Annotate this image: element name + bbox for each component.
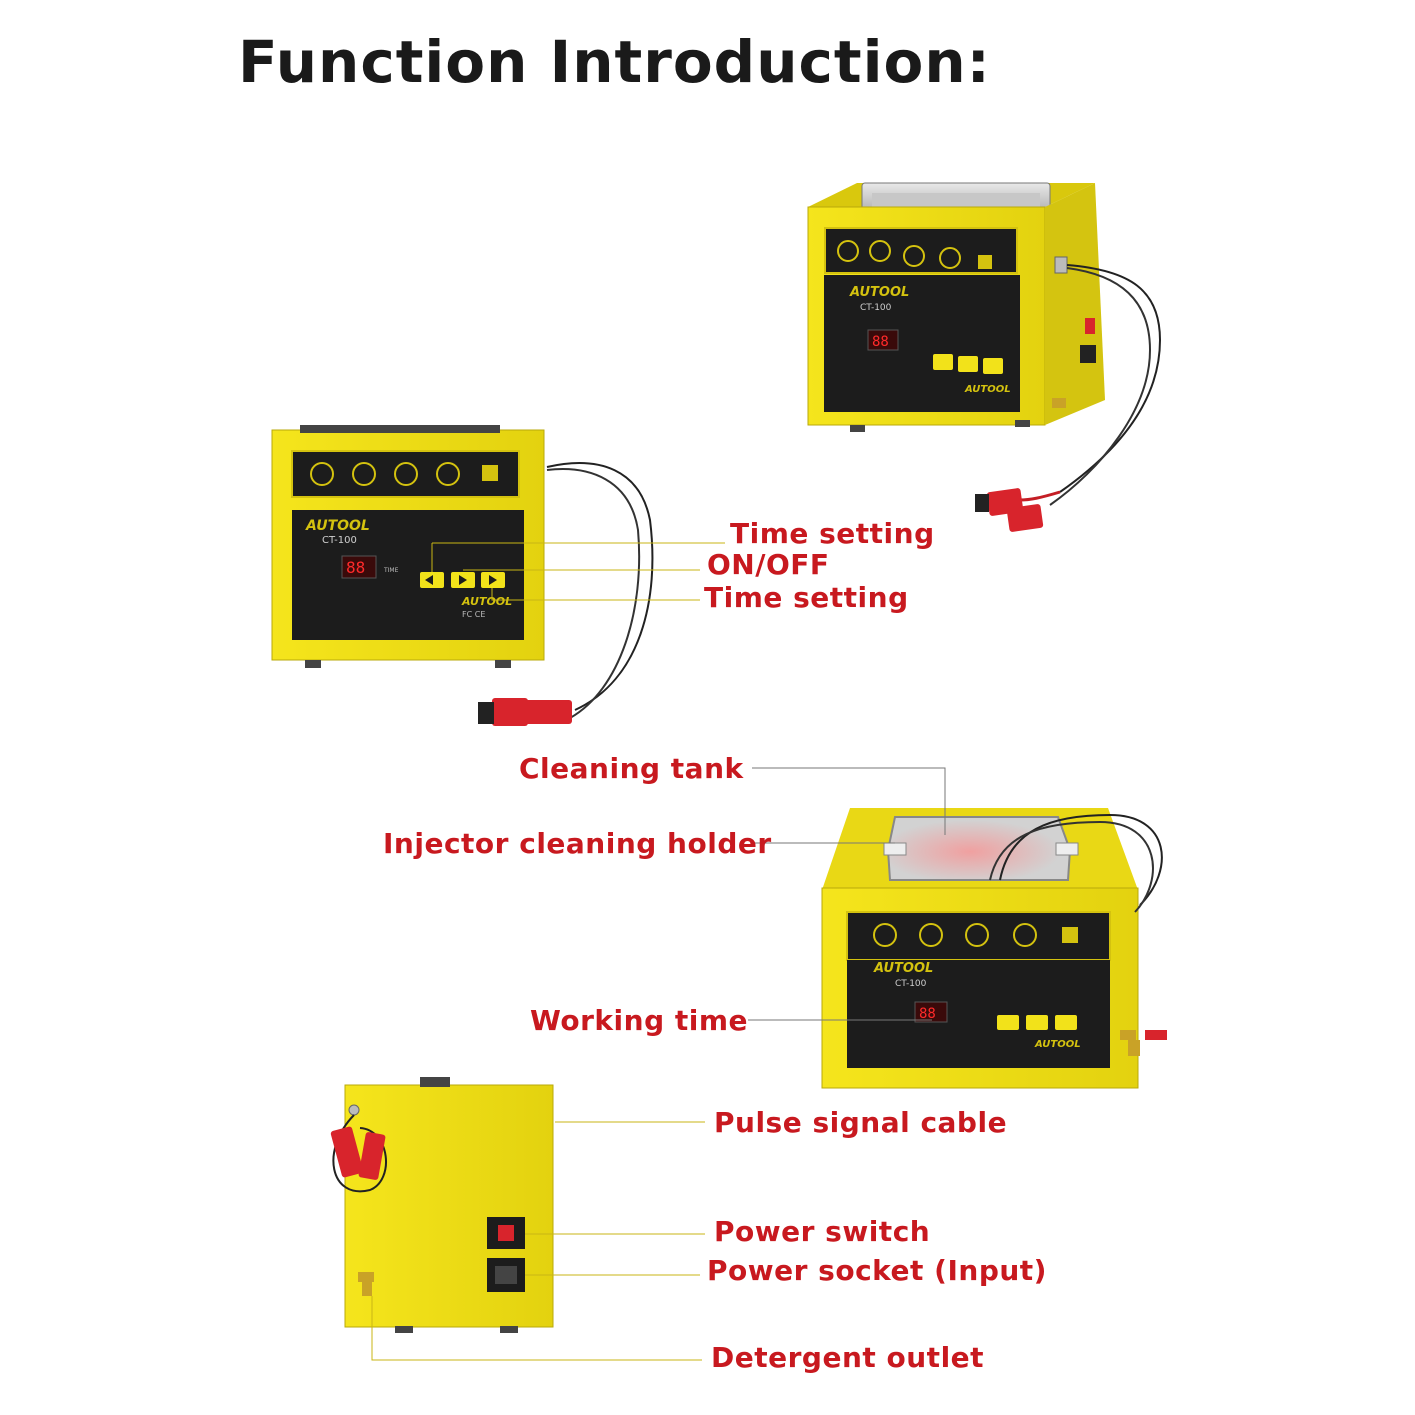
unit-front-view: AUTOOL CT-100 88 TIME AUTOOL FC CE: [271, 425, 725, 726]
label-power-switch: Power switch: [714, 1215, 931, 1248]
page-title: Function Introduction:: [238, 28, 991, 96]
brand-logo-small: AUTOOL: [964, 384, 1011, 395]
model-text-front: CT-100: [322, 535, 357, 546]
label-cleaning-tank: Cleaning tank: [519, 752, 744, 785]
model-text-tank: CT-100: [895, 979, 927, 989]
unit-perspective-view: AUTOOL CT-100 88 AUTOOL: [807, 182, 1162, 532]
label-time-setting-up: Time setting: [730, 517, 935, 550]
label-time-setting-down: Time setting: [704, 581, 909, 614]
control-buttons[interactable]: [933, 354, 1003, 374]
timer-display-tank: 88: [919, 1006, 936, 1022]
cert-marks: FC CE: [462, 610, 485, 619]
label-pulse-cable: Pulse signal cable: [714, 1106, 1008, 1139]
unit-tank-view: AUTOOL CT-100 88 AUTOOL: [748, 767, 1167, 1089]
brand-logo: AUTOOL: [849, 285, 909, 300]
timer-display: 88: [872, 334, 889, 350]
label-detergent-outlet: Detergent outlet: [711, 1341, 985, 1374]
label-injector-holder: Injector cleaning holder: [383, 827, 772, 860]
brand-logo-tank-small: AUTOOL: [1034, 1039, 1081, 1050]
label-power-socket: Power socket (Input): [707, 1254, 1047, 1287]
label-on-off: ON/OFF: [707, 548, 830, 581]
model-text: CT-100: [860, 303, 892, 313]
label-working-time: Working time: [530, 1004, 749, 1037]
unit-side-view: [330, 1077, 705, 1361]
brand-logo-front-small: AUTOOL: [461, 595, 512, 608]
time-caption: TIME: [383, 567, 399, 574]
brand-logo-tank: AUTOOL: [873, 961, 933, 976]
timer-display-front: 88: [346, 558, 365, 577]
brand-logo-front: AUTOOL: [305, 518, 370, 534]
